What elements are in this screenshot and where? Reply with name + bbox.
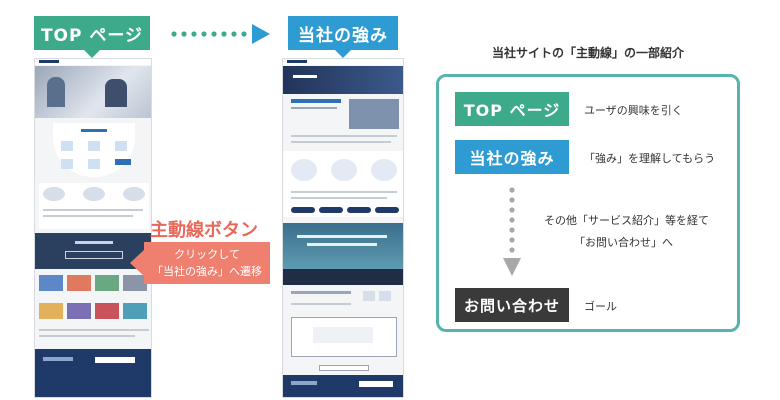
middle-note-line-2: 「お問い合わせ」へ (574, 236, 673, 249)
step-contact-desc: ゴール (584, 300, 617, 313)
step-top-desc: ユーザの興味を引く (584, 104, 683, 117)
panel-title: 当社サイトの「主動線」の一部紹介 (491, 46, 684, 60)
dotted-down-arrow-icon (503, 187, 521, 276)
callout-line-1: クリックして (174, 248, 240, 261)
dotted-arrow-icon (171, 24, 270, 44)
step-contact: お問い合わせ (455, 288, 569, 322)
strength-page-tag: 当社の強み (288, 16, 398, 58)
step-strength: 当社の強み (455, 140, 569, 174)
top-page-screenshot (34, 58, 152, 398)
strength-page-screenshot (282, 58, 404, 398)
middle-note-line-1: その他「サービス紹介」等を経て (544, 214, 709, 227)
callout-line-2: 「当社の強み」へ遷移 (152, 265, 262, 278)
main-button-callout: クリックして 「当社の強み」へ遷移 (130, 242, 270, 284)
step-strength-desc: 「強み」を理解してもらう (584, 152, 716, 165)
step-top-page: TOP ページ (455, 92, 569, 126)
main-button-title: 主動線ボタン (150, 220, 258, 241)
top-page-tag: TOP ページ (34, 16, 150, 58)
